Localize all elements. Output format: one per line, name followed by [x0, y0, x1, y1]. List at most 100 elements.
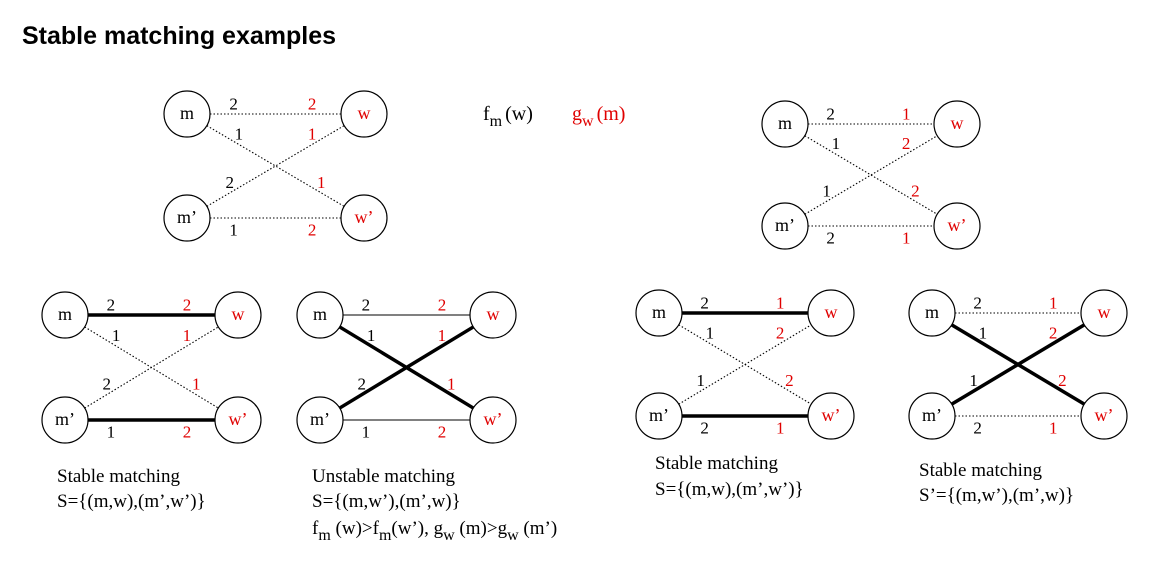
edge-g1-mp-w	[206, 125, 345, 207]
node-m-prime-circle	[761, 202, 809, 250]
caption-g3: Stable matching S={(m,w),(m’,w’)}	[57, 466, 206, 512]
edge-g2-m-wp	[804, 135, 938, 215]
woman-rank-label: 1	[1049, 294, 1058, 313]
man-rank-label: 1	[107, 423, 116, 442]
formula-part: (m)>g	[455, 518, 508, 539]
node-m-prime-circle	[41, 396, 89, 444]
formula-part: w	[443, 527, 455, 544]
woman-rank-label: 2	[308, 221, 317, 240]
node-m-prime-label: m’	[310, 409, 330, 429]
man-rank-label: 2	[357, 375, 366, 394]
node-m-circle	[41, 291, 89, 339]
caption-line: Unstable matching	[312, 466, 455, 487]
man-rank-label: 2	[102, 375, 111, 394]
woman-rank-label: 2	[1058, 371, 1067, 390]
woman-rank-label: 1	[902, 105, 911, 124]
man-rank-label: 1	[706, 323, 715, 342]
man-rank-label: 2	[225, 173, 234, 192]
caption-line: S={(m,w),(m’,w’)}	[655, 479, 804, 500]
woman-rank-label: 2	[183, 423, 192, 442]
node-m-circle	[761, 100, 809, 148]
edge-g3-mp-w	[84, 326, 219, 409]
formula-part: m	[318, 527, 331, 544]
node-w-prime-circle	[469, 396, 517, 444]
man-rank-label: 1	[112, 326, 121, 345]
node-w-circle	[807, 289, 855, 337]
node-w-label: w	[487, 304, 500, 324]
node-w-prime-label: w’	[229, 409, 248, 429]
node-m-circle	[163, 90, 211, 138]
node-w-circle	[933, 100, 981, 148]
node-w-prime-label: w’	[948, 215, 967, 235]
node-w-label: w	[358, 103, 371, 123]
edge-g4-mp-w	[338, 325, 475, 410]
woman-rank-label: 2	[438, 423, 447, 442]
graphs-layer: 2 2 1 1 2 1 1 2 m m’ w w’ 2 1 1 2 1 2 2 1 m m’ w w’ 2 2 1 1 2 1 1 2 m m’ w…	[41, 90, 1128, 444]
node-m-prime-label: m’	[177, 207, 197, 227]
man-rank-label: 1	[969, 371, 978, 390]
node-m-label: m	[652, 302, 666, 322]
formula-part: (w’), g	[391, 518, 443, 539]
man-rank-label: 2	[973, 419, 982, 438]
formula-part: (m’)	[519, 518, 558, 539]
man-rank-label: 1	[235, 125, 244, 144]
formula-part: m	[379, 527, 392, 544]
man-rank-label: 1	[362, 423, 371, 442]
man-rank-label: 2	[362, 296, 371, 315]
woman-rank-label: 1	[902, 229, 911, 248]
node-m-circle	[908, 289, 956, 337]
man-rank-label: 1	[832, 134, 841, 153]
node-m-prime-label: m’	[922, 405, 942, 425]
formula-part: w	[507, 527, 519, 544]
caption-line: S={(m,w’),(m’,w)}	[312, 491, 461, 512]
node-m-label: m	[778, 113, 792, 133]
man-rank-label: 2	[826, 105, 835, 124]
man-rank-label: 2	[973, 294, 982, 313]
man-rank-label: 1	[696, 371, 705, 390]
node-w-label: w	[825, 302, 838, 322]
woman-rank-label: 2	[902, 134, 911, 153]
node-m-circle	[635, 289, 683, 337]
woman-rank-label: 1	[776, 294, 785, 313]
node-m-prime-label: m’	[55, 409, 75, 429]
man-rank-label: 1	[979, 323, 988, 342]
node-w-prime-label: w’	[1095, 405, 1114, 425]
legend-f-sub: m	[490, 113, 503, 130]
man-rank-label: 2	[700, 419, 709, 438]
node-w-label: w	[951, 113, 964, 133]
caption-line: Stable matching	[655, 453, 778, 474]
man-rank-label: 2	[229, 95, 238, 114]
man-preference-legend: fm(w)	[483, 103, 533, 130]
formula-part: (w)>f	[331, 518, 380, 539]
node-w-circle	[1080, 289, 1128, 337]
woman-rank-label: 1	[447, 375, 456, 394]
caption-line: S’={(m,w’),(m’,w)}	[919, 485, 1074, 506]
node-m-prime-circle	[908, 392, 956, 440]
node-w-circle	[340, 90, 388, 138]
node-w-prime-label: w’	[822, 405, 841, 425]
man-rank-label: 2	[826, 229, 835, 248]
node-m-label: m	[925, 302, 939, 322]
man-rank-label: 1	[822, 181, 831, 200]
caption-line: S={(m,w),(m’,w’)}	[57, 491, 206, 512]
node-w-prime-circle	[340, 194, 388, 242]
caption-g6: Stable matching S’={(m,w’),(m’,w)}	[919, 460, 1074, 506]
woman-rank-label: 2	[438, 296, 447, 315]
caption-line: Stable matching	[919, 460, 1042, 481]
node-w-prime-circle	[933, 202, 981, 250]
node-w-prime-circle	[1080, 392, 1128, 440]
node-w-circle	[214, 291, 262, 339]
page-title: Stable matching examples	[22, 22, 337, 50]
node-m-prime-label: m’	[649, 405, 669, 425]
woman-rank-label: 1	[308, 125, 317, 144]
woman-rank-label: 1	[1049, 419, 1058, 438]
woman-rank-label: 1	[317, 173, 326, 192]
node-w-prime-circle	[807, 392, 855, 440]
woman-rank-label: 2	[308, 95, 317, 114]
edge-g6-mp-w	[950, 323, 1086, 406]
woman-rank-label: 2	[776, 323, 785, 342]
